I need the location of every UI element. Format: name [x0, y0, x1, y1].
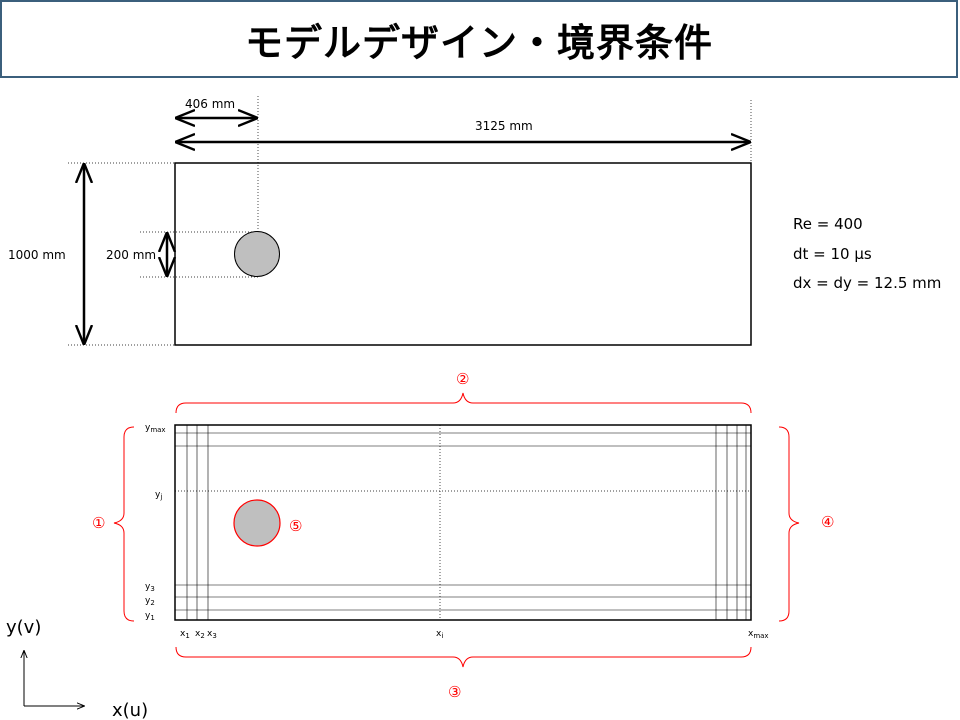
height-label: 1000 mm [8, 248, 66, 262]
brace-left [113, 426, 135, 622]
vertical-grid-lines [186, 425, 747, 620]
y1-label: y1 [145, 611, 155, 622]
boundary-3-label: ③ [448, 683, 461, 701]
x1-label: x1 [180, 629, 190, 640]
offset-label: 406 mm [185, 97, 235, 111]
time-step: dt = 10 μs [793, 245, 872, 263]
brace-bottom [175, 646, 752, 668]
y-axis-label: y(v) [6, 617, 41, 638]
page-title: モデルデザイン・境界条件 [244, 19, 713, 65]
yj-label: yj [155, 490, 162, 501]
x3-label: x3 [207, 629, 217, 640]
brace-right [778, 426, 800, 622]
length-label: 3125 mm [475, 119, 533, 133]
grid-cylinder [233, 499, 281, 547]
boundary-2-label: ② [456, 370, 469, 388]
ymax-label: ymax [145, 423, 166, 434]
horizontal-grid-lines [175, 432, 751, 611]
boundary-1-label: ① [92, 514, 105, 532]
brace-top [175, 392, 752, 414]
grid-box [174, 424, 752, 621]
simulation-parameters: Re = 400 dt = 10 μs dx = dy = 12.5 mm [793, 215, 941, 292]
grid-diagram: x1 x2 x3 xi xmax ymax yj y3 y2 y1 ② ③ ① … [92, 370, 834, 701]
coordinate-axes: y(v) x(u) [6, 617, 148, 720]
y2-label: y2 [145, 596, 155, 607]
reynolds-number: Re = 400 [793, 215, 863, 233]
boundary-4-label: ④ [821, 513, 834, 531]
title-bar: モデルデザイン・境界条件 [0, 0, 958, 78]
grid-spacing: dx = dy = 12.5 mm [793, 274, 941, 292]
xi-label: xi [436, 629, 443, 640]
boundary-5-label: ⑤ [289, 517, 302, 535]
x2-label: x2 [195, 629, 205, 640]
cylinder [234, 231, 280, 277]
y3-label: y3 [145, 582, 155, 593]
xmax-label: xmax [748, 629, 769, 640]
diameter-label: 200 mm [106, 248, 156, 262]
x-axis-label: x(u) [112, 700, 148, 720]
domain-diagram: 406 mm 3125 mm 1000 mm 200 mm [8, 96, 752, 346]
